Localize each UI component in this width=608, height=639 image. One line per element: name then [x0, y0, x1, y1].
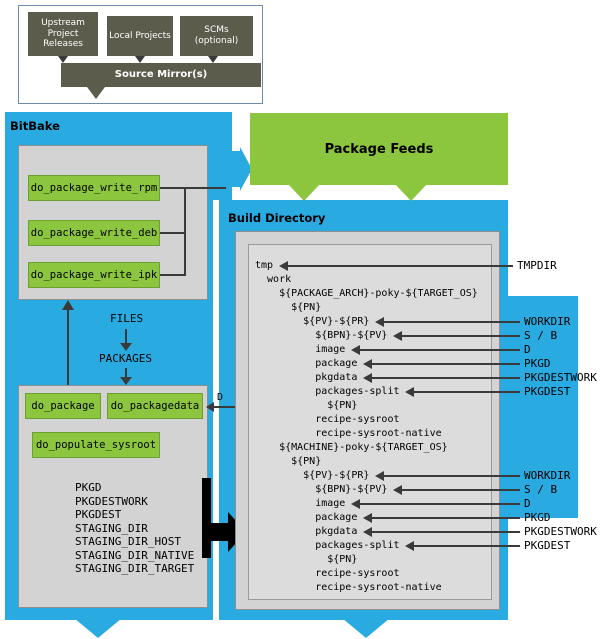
- feeds-down-chevron-left-icon: [288, 184, 320, 201]
- package-up-arrow-icon: [62, 300, 74, 310]
- variables-arrow-vertical-bar: [202, 478, 211, 558]
- upstream-arrow-1-icon: [58, 56, 68, 63]
- pkgd2-label: PKGD: [524, 511, 551, 524]
- upstream-box-label: SCMs (optional): [194, 25, 239, 46]
- d2-arrow-head-icon: [351, 499, 360, 509]
- task-do-populate-sysroot: do_populate_sysroot: [32, 432, 160, 458]
- pkgd2-arrow-line: [371, 517, 520, 519]
- files-down-arrow-icon: [120, 343, 132, 351]
- do-package-panel: [18, 385, 208, 608]
- pkgdest1-arrow-line: [413, 391, 520, 393]
- pkgdestwork2-arrow-line: [371, 531, 520, 533]
- bitbake-title: BitBake: [10, 119, 60, 133]
- workdir2-arrow-head-icon: [375, 471, 384, 481]
- build-directory-title: Build Directory: [228, 211, 326, 225]
- package-up-arrow-line: [67, 310, 69, 393]
- upstream-box-label: Upstream Project Releases: [41, 17, 85, 50]
- sb2-label: S / B: [524, 483, 558, 496]
- sb1-label: S / B: [524, 329, 558, 342]
- task-label: do_package_write_rpm: [30, 182, 158, 194]
- packages-down-arrow-icon: [120, 377, 132, 385]
- d-arrow-head-icon: [206, 402, 214, 412]
- files-label: FILES: [110, 312, 144, 325]
- right-variables-strip: [508, 296, 578, 518]
- task-do-package: do_package: [25, 393, 101, 419]
- source-mirrors-label: Source Mirror(s): [114, 69, 208, 80]
- sb1-arrow-line: [401, 335, 520, 337]
- variables-arrow-shaft: [211, 523, 228, 541]
- local-projects-box: Local Projects: [107, 16, 173, 56]
- bitbake-variables-list: PKGD PKGDESTWORK PKGDEST STAGING_DIR STA…: [75, 481, 195, 575]
- pkgdestwork2-label: PKGDESTWORK: [524, 525, 597, 538]
- task-label: do_populate_sysroot: [35, 439, 157, 451]
- d2-arrow-line: [359, 503, 520, 505]
- directory-tree: tmp work ${PACKAGE_ARCH}-poky-${TARGET_O…: [255, 260, 478, 593]
- d2-label: D: [524, 497, 531, 510]
- pkgd1-label: PKGD: [524, 357, 551, 370]
- feeds-down-chevron-right-icon: [395, 184, 427, 201]
- upstream-project-releases-box: Upstream Project Releases: [28, 12, 98, 56]
- connector-rpm-line: [160, 187, 226, 189]
- tmpdir-arrow-line: [287, 265, 513, 267]
- upstream-panel: Upstream Project Releases Local Projects…: [18, 5, 263, 104]
- workdir1-label: WORKDIR: [524, 315, 571, 328]
- task-do-package-write-rpm: do_package_write_rpm: [28, 175, 160, 201]
- scms-box: SCMs (optional): [180, 16, 253, 56]
- source-mirrors-down-chevron-icon: [87, 87, 105, 99]
- connector-vertical-line: [184, 187, 186, 276]
- pkgdestwork1-arrow-line: [371, 377, 520, 379]
- pkgdestwork1-arrow-head-icon: [363, 373, 372, 383]
- d-arrow-line: [213, 406, 235, 408]
- task-do-package-write-ipk: do_package_write_ipk: [28, 262, 160, 288]
- d-arrow-label: D: [217, 392, 224, 403]
- task-label: do_package_write_ipk: [30, 269, 158, 281]
- tmpdir-arrow-head-icon: [279, 261, 288, 271]
- bitbake-to-feeds-arrow-icon: [240, 147, 252, 191]
- pkgdest2-label: PKGDEST: [524, 539, 571, 552]
- d1-arrow-head-icon: [351, 345, 360, 355]
- task-do-packagedata: do_packagedata: [107, 393, 203, 419]
- bitbake-to-feeds-arrow-body: [226, 151, 240, 187]
- package-feeds-box: Package Feeds: [250, 113, 508, 185]
- d1-label: D: [524, 343, 531, 356]
- sb1-arrow-head-icon: [393, 331, 402, 341]
- d1-arrow-line: [359, 349, 520, 351]
- packages-label: PACKAGES: [99, 352, 152, 365]
- workdir1-arrow-line: [383, 321, 520, 323]
- pkgdest1-arrow-head-icon: [405, 387, 414, 397]
- tmpdir-label: TMPDIR: [517, 259, 557, 272]
- bitbake-bottom-chevron-icon: [74, 618, 122, 638]
- task-do-package-write-deb: do_package_write_deb: [28, 220, 160, 246]
- source-mirrors-bar: Source Mirror(s): [61, 63, 261, 87]
- sb2-arrow-line: [401, 489, 520, 491]
- task-label: do_package: [31, 400, 95, 412]
- pkgdest2-arrow-head-icon: [405, 541, 414, 551]
- upstream-box-label: Local Projects: [109, 30, 171, 41]
- upstream-arrow-3-icon: [208, 56, 218, 63]
- packages-down-arrow-line: [125, 368, 127, 377]
- upstream-arrow-2-icon: [135, 56, 145, 63]
- pkgd1-arrow-head-icon: [363, 359, 372, 369]
- pkgdestwork1-label: PKGDESTWORK: [524, 371, 597, 384]
- connector-deb-line: [160, 232, 186, 234]
- pkgdestwork2-arrow-head-icon: [363, 527, 372, 537]
- build-directory-bottom-chevron-icon: [342, 618, 390, 638]
- workdir2-arrow-line: [383, 475, 520, 477]
- sb2-arrow-head-icon: [393, 485, 402, 495]
- pkgdest2-arrow-line: [413, 545, 520, 547]
- pkgd1-arrow-line: [371, 363, 520, 365]
- package-feeds-title: Package Feeds: [324, 141, 434, 157]
- files-down-arrow-line: [125, 329, 127, 343]
- task-label: do_package_write_deb: [30, 227, 158, 239]
- workdir2-label: WORKDIR: [524, 469, 571, 482]
- pkgd2-arrow-head-icon: [363, 513, 372, 523]
- build-directory-inner-box: [248, 244, 492, 600]
- task-label: do_packagedata: [110, 400, 200, 412]
- pkgdest1-label: PKGDEST: [524, 385, 571, 398]
- connector-ipk-line: [160, 274, 186, 276]
- workdir1-arrow-head-icon: [375, 317, 384, 327]
